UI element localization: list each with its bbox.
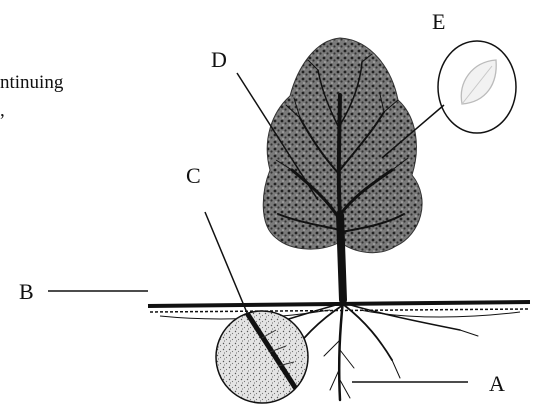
label-C: C <box>186 163 201 188</box>
label-B: B <box>19 279 34 304</box>
magnified-root-circle <box>216 310 308 403</box>
label-A: A <box>489 371 505 396</box>
label-E: E <box>432 9 445 34</box>
label-D: D <box>211 47 227 72</box>
magnified-leaf-circle <box>438 41 516 133</box>
